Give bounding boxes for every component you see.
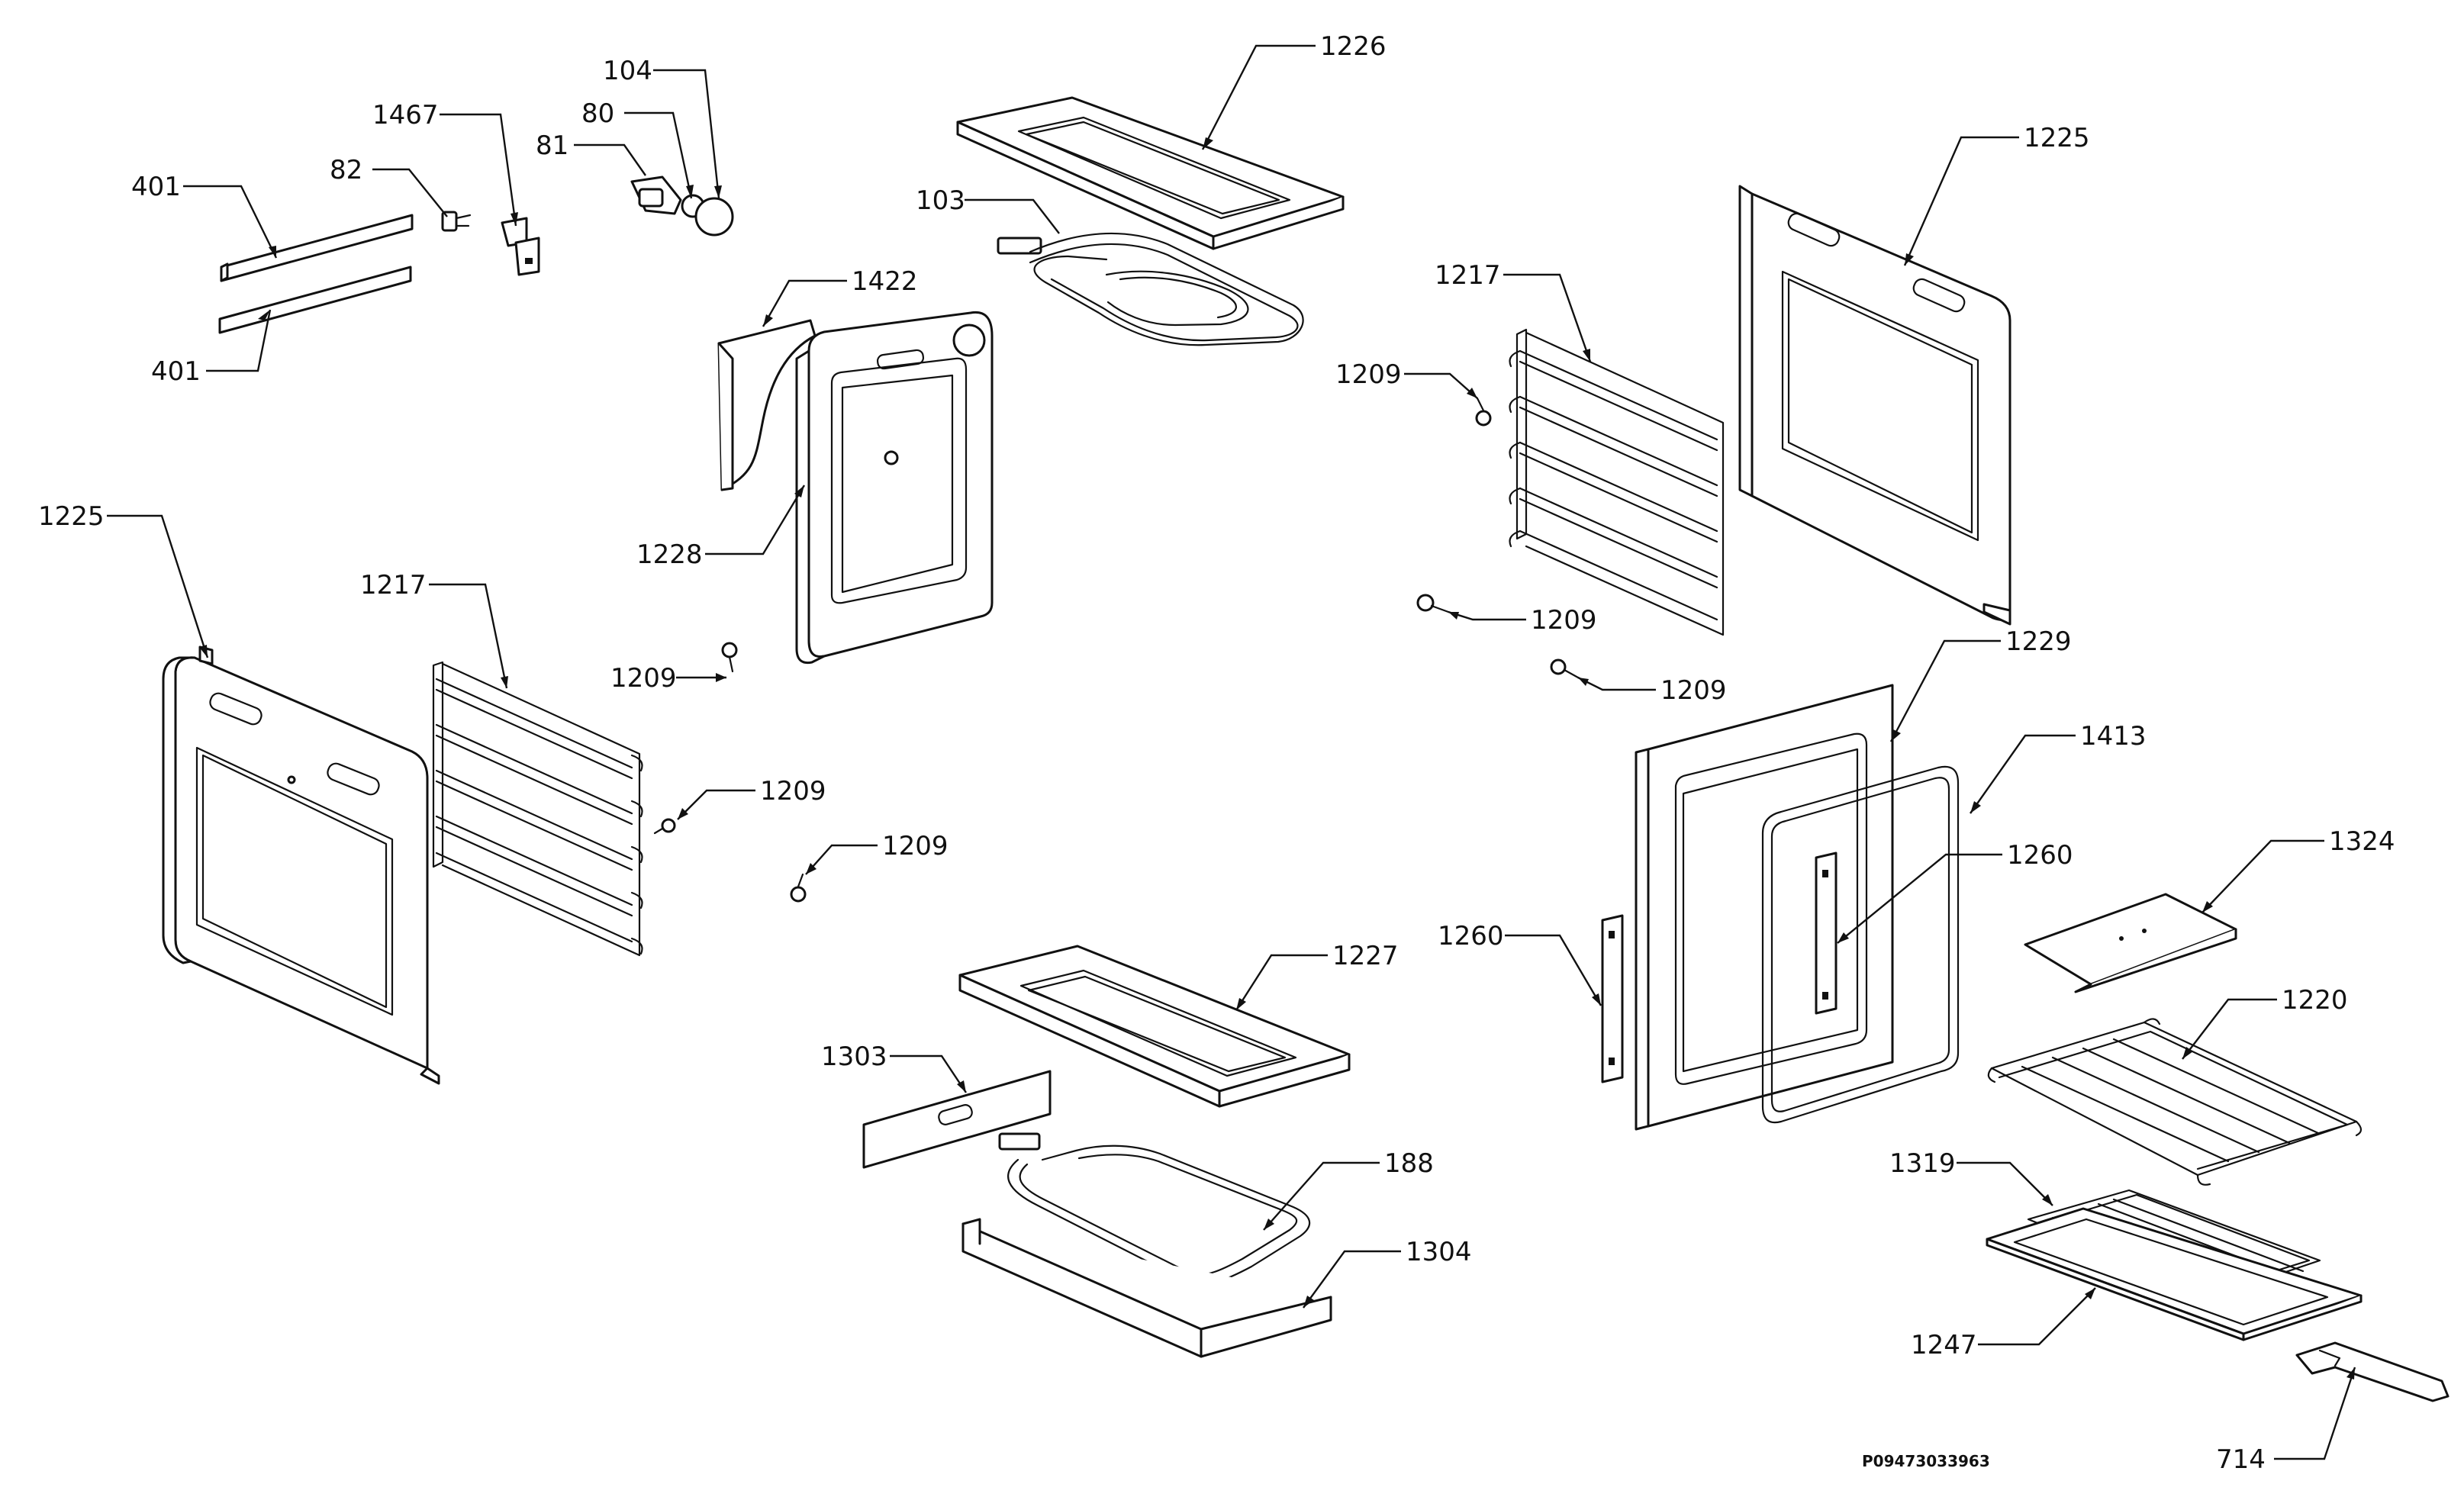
callout-1319: 1319: [1889, 1148, 1956, 1179]
part-1225-left-side-panel: [162, 645, 440, 1085]
callout-104: 104: [603, 56, 652, 86]
callout-1227: 1227: [1332, 941, 1399, 971]
part-1220-wire-rack: [1987, 1018, 2363, 1186]
part-1324-plate: [2024, 893, 2237, 993]
callout-1260-inner: 1260: [2007, 840, 2073, 871]
callout-1209-b: 1209: [760, 776, 826, 806]
callout-1324: 1324: [2329, 826, 2395, 857]
part-1226-top-panel: [956, 96, 1345, 250]
callout-714: 714: [2216, 1444, 2266, 1475]
drawing-code: P09473033963: [1862, 1452, 1990, 1470]
callout-1217-right: 1217: [1435, 260, 1501, 291]
callout-82: 82: [330, 155, 362, 185]
part-1413-gasket: [1761, 765, 1960, 1124]
callout-labels: 401 401 82 1467 81 80 104 1226 103 1422 …: [38, 31, 2395, 1475]
callout-1209-e: 1209: [1531, 605, 1597, 636]
part-1209-screw-c: [790, 873, 807, 903]
callout-401-bottom: 401: [151, 356, 201, 387]
callout-1226: 1226: [1320, 31, 1387, 62]
part-1227-bottom-panel: [958, 945, 1351, 1108]
callout-1209-c: 1209: [882, 831, 949, 861]
callout-1225-left: 1225: [38, 501, 105, 532]
part-1209-screw-a: [721, 642, 738, 673]
callout-1304: 1304: [1406, 1237, 1472, 1267]
callout-1217-left: 1217: [360, 570, 427, 600]
callout-80: 80: [581, 98, 614, 129]
part-401-rail-bottom: [218, 266, 412, 334]
callout-1260-outer: 1260: [1438, 921, 1504, 951]
part-188-lower-element: [998, 1132, 1311, 1286]
part-1260-hinge-inner: [1815, 852, 1838, 1015]
callout-1228: 1228: [636, 539, 703, 570]
part-1209-screw-e: [1416, 594, 1450, 613]
part-1260-hinge-outer: [1601, 914, 1624, 1083]
callout-1413: 1413: [2080, 721, 2147, 752]
part-1247-baking-tray: [1986, 1207, 2363, 1341]
callout-1209-a: 1209: [610, 663, 677, 694]
callout-1220: 1220: [2282, 985, 2348, 1016]
part-1467-bracket: [501, 217, 540, 276]
callout-1209-d: 1209: [1335, 359, 1402, 390]
part-1209-screw-d: [1475, 397, 1492, 427]
part-1209-screw-b: [653, 818, 676, 835]
callout-1467: 1467: [372, 100, 439, 130]
callout-1225-right: 1225: [2024, 123, 2090, 153]
part-103-grill-element: [997, 232, 1304, 346]
part-lamp-assembly: [630, 175, 734, 237]
callout-1209-f: 1209: [1660, 675, 1727, 706]
callout-1422: 1422: [852, 266, 918, 297]
part-1229-door-frame: [1635, 684, 1894, 1131]
part-1225-right-side-panel: [1738, 185, 2011, 626]
part-1228-back-panel: [795, 311, 994, 665]
callout-401-top: 401: [131, 172, 181, 202]
part-401-rail-top: [220, 214, 414, 282]
callout-1247: 1247: [1911, 1330, 1977, 1360]
callout-103: 103: [916, 185, 965, 216]
callout-81: 81: [536, 130, 568, 161]
part-1209-screw-f: [1550, 658, 1580, 679]
part-1304-bottom-tray: [961, 1218, 1332, 1358]
part-714-tray-handle: [2295, 1341, 2450, 1402]
part-1422-insulation: [717, 319, 817, 491]
part-1303-bracket-plate: [862, 1070, 1052, 1169]
leader-lines: [107, 44, 2356, 1460]
callout-1229: 1229: [2005, 626, 2072, 657]
part-1217-right-shelf-runner: [1509, 328, 1725, 636]
part-1217-left-shelf-runner: [432, 661, 643, 957]
callout-1303: 1303: [821, 1041, 887, 1072]
callout-188: 188: [1384, 1148, 1434, 1179]
